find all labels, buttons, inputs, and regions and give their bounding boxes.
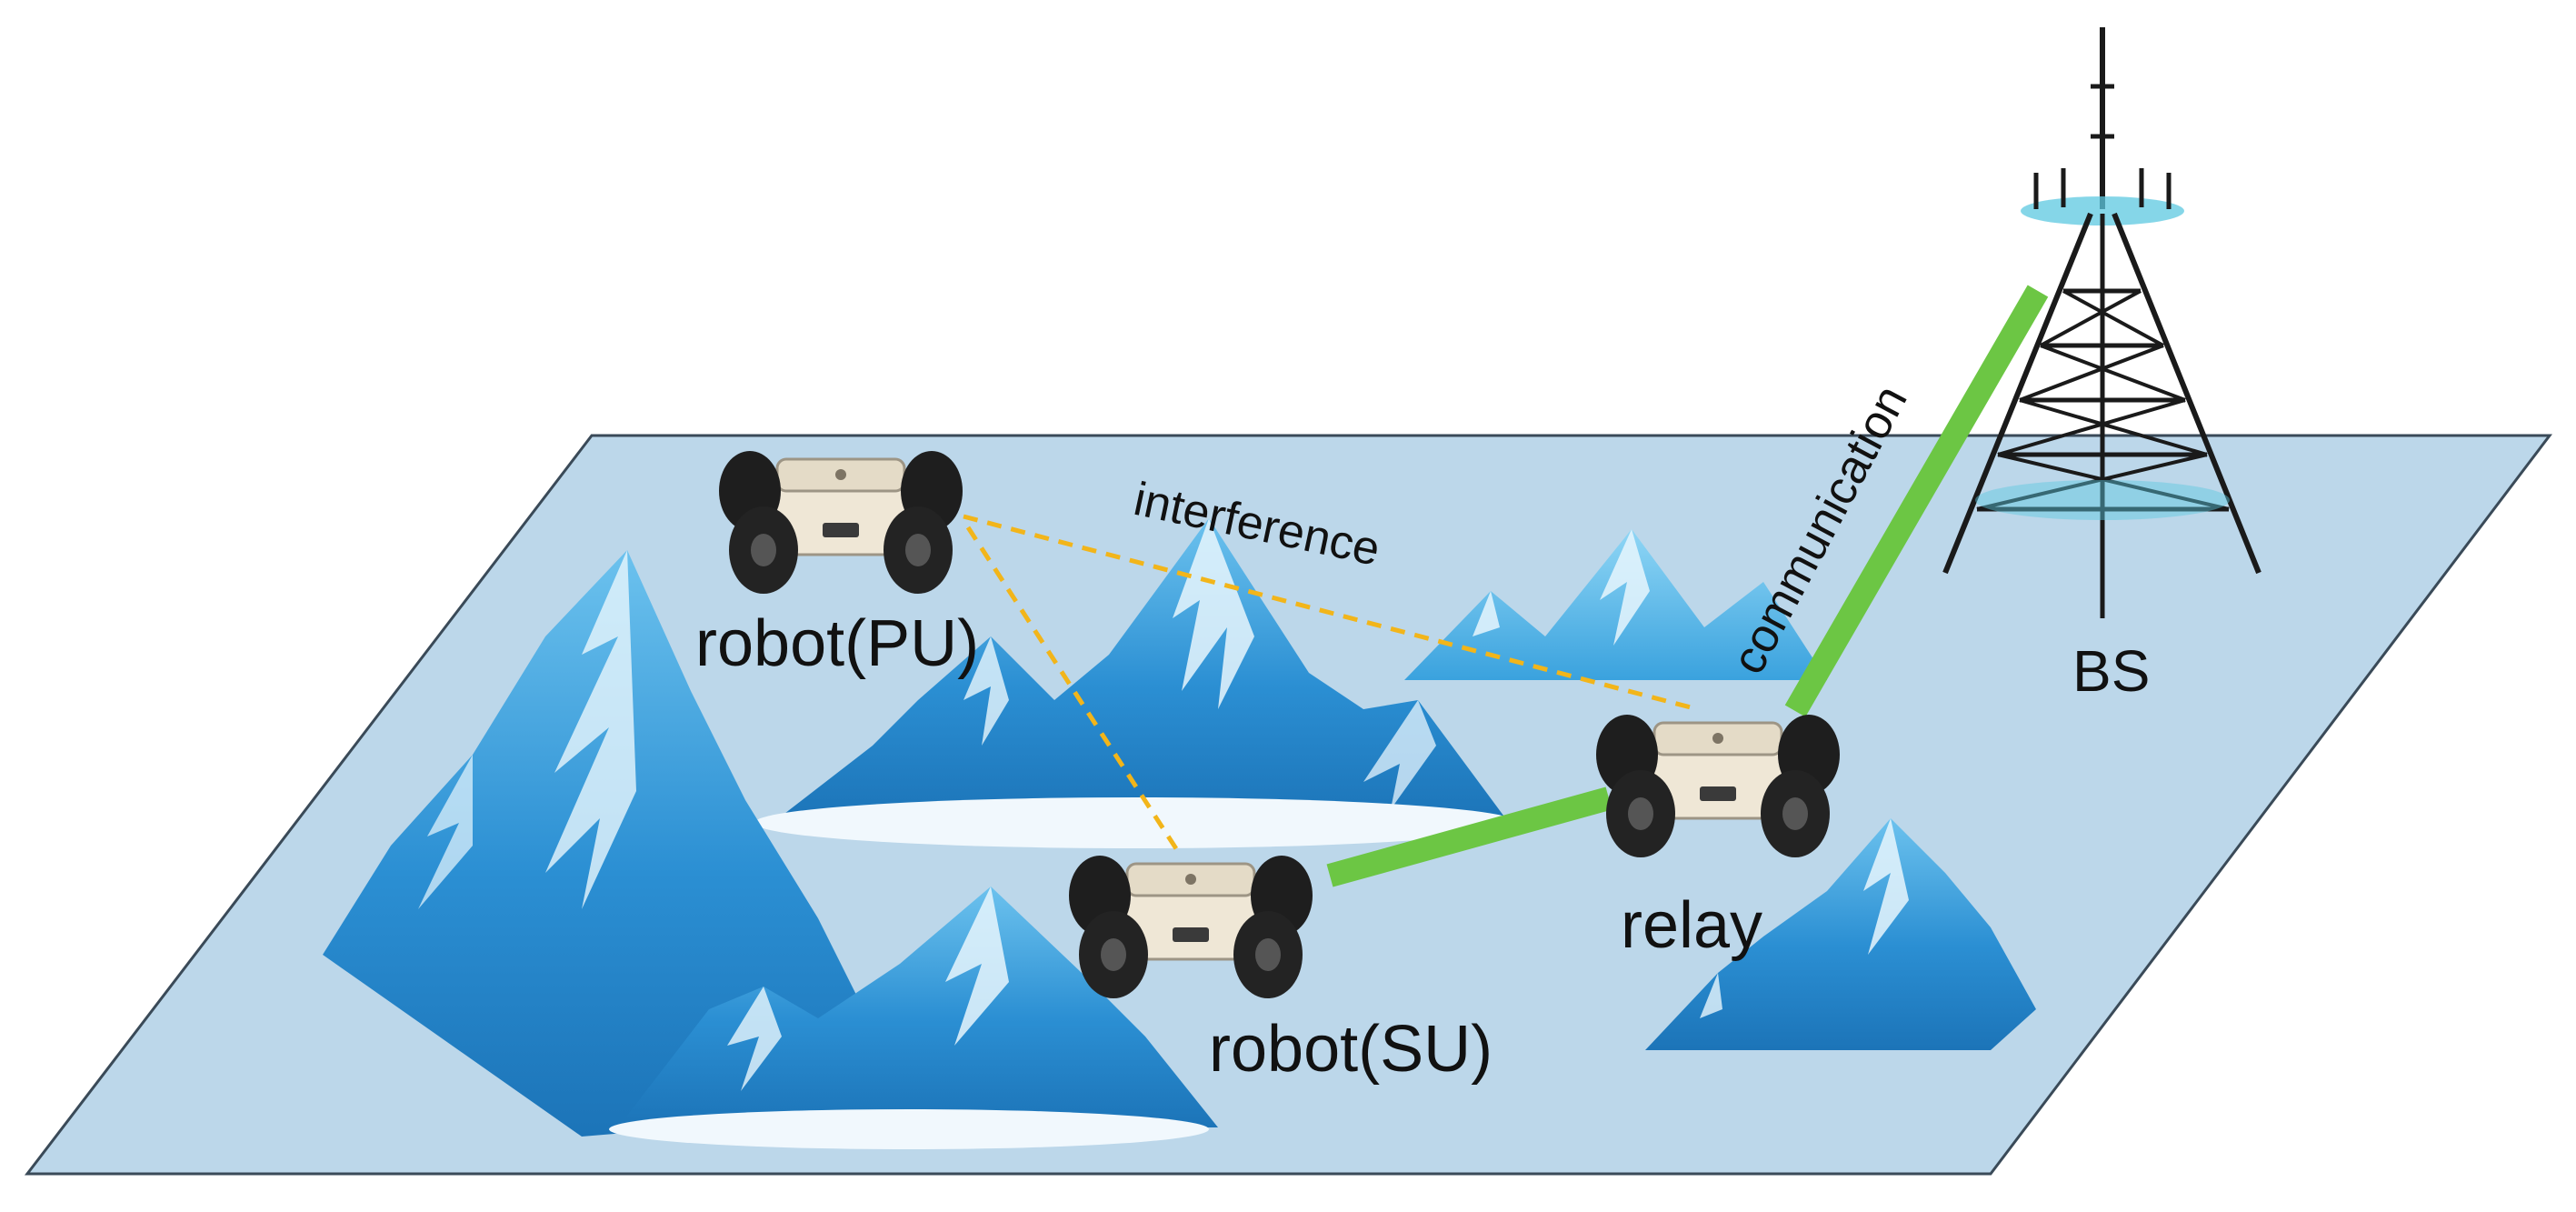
communication-links	[1326, 285, 2049, 887]
bs-label: BS	[2072, 638, 2150, 704]
mountain-range-middle	[754, 518, 1518, 848]
mountain-front-right	[1645, 818, 2036, 1050]
communication-link-relay-bs	[1784, 285, 2049, 717]
mountain-range-back-right	[1404, 529, 1827, 680]
interference-line-pu-su	[965, 526, 1180, 852]
communication-link-su-relay	[1326, 786, 1612, 887]
interference-links	[963, 514, 1692, 852]
relay-label: relay	[1621, 889, 1762, 962]
robot-pu-label: robot(PU)	[695, 607, 979, 680]
robot-su-label: robot(SU)	[1209, 1013, 1493, 1086]
mountain-front-center	[609, 886, 1218, 1149]
interference-line-pu-relay	[963, 514, 1692, 710]
base-station-tower	[1942, 27, 2261, 618]
